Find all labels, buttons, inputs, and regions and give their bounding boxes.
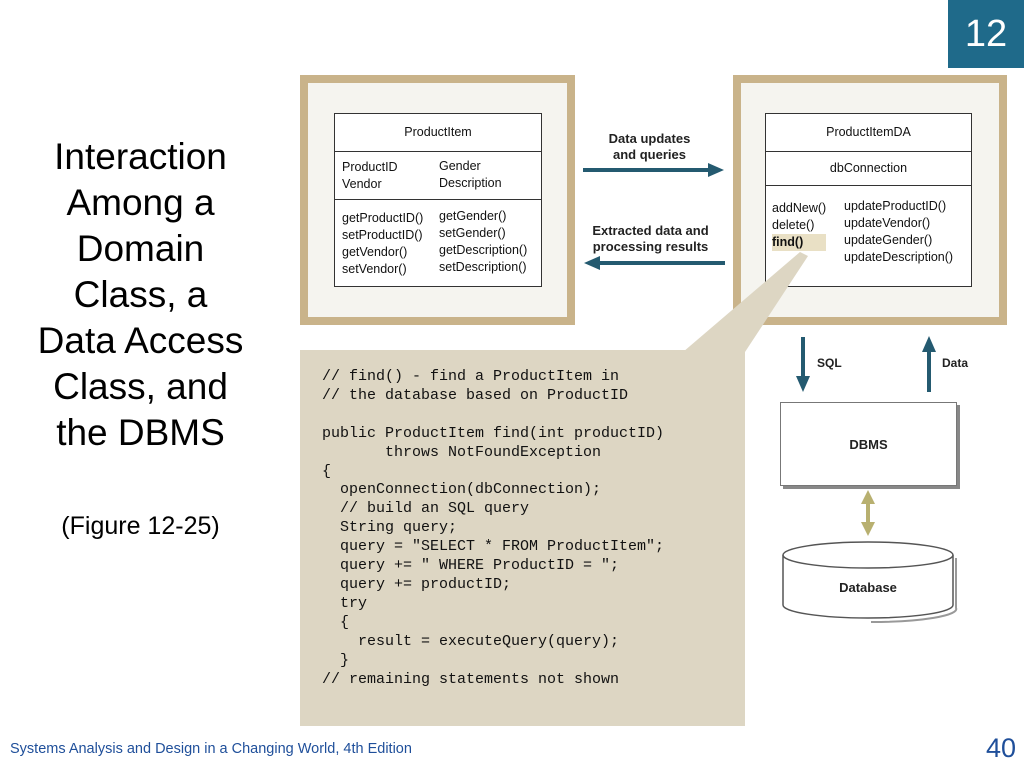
data-updates-label-line1: Data updates <box>608 131 691 146</box>
footer-text: Systems Analysis and Design in a Changin… <box>10 741 412 757</box>
arrow-left-icon <box>584 256 725 270</box>
code-line: throws NotFoundException <box>322 443 602 461</box>
page-number: 40 <box>985 733 1016 763</box>
domain-method: setDescription() <box>439 260 527 274</box>
code-line: { <box>322 462 332 480</box>
da-method: updateGender() <box>844 233 933 247</box>
code-line: openConnection(dbConnection); <box>322 481 602 499</box>
domain-class-box: ProductItem ProductID Vendor Gender Desc… <box>334 113 542 287</box>
code-line: try <box>322 594 368 612</box>
code-listing: // find() - find a ProductItem in // the… <box>322 368 664 689</box>
code-line: // the database based on ProductID <box>322 386 629 404</box>
chapter-badge: 12 <box>948 0 1024 68</box>
data-access-class-name-text: ProductItemDA <box>826 125 911 139</box>
domain-class-attributes: ProductID Vendor Gender Description <box>335 152 541 200</box>
code-line: result = executeQuery(query); <box>322 632 620 650</box>
da-method: addNew() <box>772 201 827 215</box>
domain-attribute: Description <box>439 176 502 190</box>
code-line: // remaining statements not shown <box>322 670 620 688</box>
domain-class-name: ProductItem <box>335 114 541 152</box>
arrow-down-icon <box>796 337 810 392</box>
domain-attribute: Gender <box>439 159 481 173</box>
domain-class-methods: getProductID() setProductID() getVendor(… <box>335 200 541 284</box>
code-line: query += " WHERE ProductID = "; <box>322 557 620 575</box>
dbms-box: DBMS <box>780 402 957 486</box>
callout-wedge <box>683 252 808 352</box>
domain-attribute: ProductID <box>342 160 398 174</box>
data-label: Data <box>942 356 969 370</box>
domain-attribute: Vendor <box>342 177 382 191</box>
double-arrow-icon <box>861 490 875 536</box>
code-line: { <box>322 613 350 631</box>
code-line: String query; <box>322 519 458 537</box>
da-method: delete() <box>772 218 815 232</box>
extracted-data-label-line2: processing results <box>592 239 709 254</box>
da-method: updateDescription() <box>844 250 954 264</box>
database-label: Database <box>839 580 897 595</box>
da-attribute: dbConnection <box>829 161 908 175</box>
code-line: query += productID; <box>322 575 512 593</box>
arrow-up-icon <box>922 336 936 392</box>
code-panel: // find() - find a ProductItem in // the… <box>300 350 745 726</box>
figure-reference: (Figure 12-25) <box>61 512 220 540</box>
code-line: } <box>322 651 350 669</box>
domain-class-frame: ProductItem ProductID Vendor Gender Desc… <box>300 75 575 325</box>
domain-method: setVendor() <box>342 262 407 276</box>
da-method: updateVendor() <box>844 216 931 230</box>
slide-title: Interaction Among a Domain Class, a Data… <box>37 136 244 453</box>
domain-method: setProductID() <box>342 228 423 242</box>
database-cylinder-icon <box>782 541 958 624</box>
data-updates-label: Data updates and queries <box>587 131 712 163</box>
extracted-data-label: Extracted data and processing results <box>578 223 723 255</box>
extracted-data-label-line1: Extracted data and <box>592 223 709 238</box>
code-line: // find() - find a ProductItem in <box>322 368 620 385</box>
da-method: updateProductID() <box>844 199 947 213</box>
code-line: query = "SELECT * FROM ProductItem"; <box>322 538 665 556</box>
arrow-right-icon <box>583 163 724 177</box>
domain-class-name-text: ProductItem <box>404 125 472 139</box>
sql-label: SQL <box>817 356 842 370</box>
domain-method: getProductID() <box>342 211 424 225</box>
data-access-class-frame: ProductItemDA dbConnection addNew() dele… <box>733 75 1007 325</box>
domain-method: getGender() <box>439 209 507 223</box>
domain-method: getDescription() <box>439 243 528 257</box>
code-line: public ProductItem find(int productID) <box>322 424 665 442</box>
code-line: // build an SQL query <box>322 500 530 518</box>
data-access-class-attribute: dbConnection <box>766 152 971 186</box>
domain-method: setGender() <box>439 226 506 240</box>
data-updates-label-line2: and queries <box>613 147 686 162</box>
data-access-class-name: ProductItemDA <box>766 114 971 152</box>
domain-method: getVendor() <box>342 245 408 259</box>
da-method-find: find() <box>772 234 827 251</box>
data-access-class-methods: addNew() delete() find() updateProductID… <box>766 186 971 284</box>
dbms-label: DBMS <box>849 436 888 452</box>
